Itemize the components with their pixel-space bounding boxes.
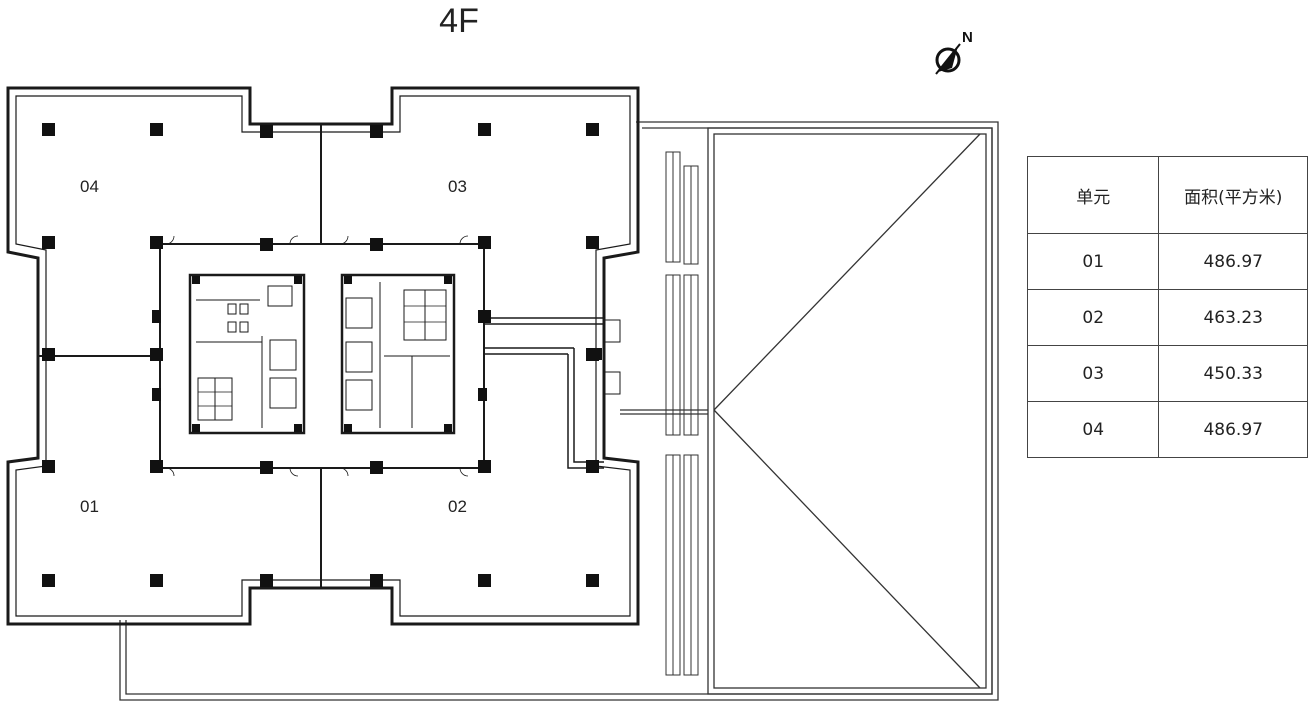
cell-area: 450.33 bbox=[1158, 345, 1308, 402]
cell-area: 486.97 bbox=[1158, 401, 1308, 458]
north-arrow-icon bbox=[935, 43, 961, 75]
floor-title: 4F bbox=[439, 2, 479, 40]
cell-area: 486.97 bbox=[1158, 233, 1308, 290]
cell-unit: 01 bbox=[1026, 233, 1160, 290]
escalator-strips bbox=[665, 151, 699, 676]
table-header-row: 单元 面积(平方米) bbox=[1026, 156, 1308, 234]
central-core bbox=[159, 235, 621, 477]
unit-label-03: 03 bbox=[448, 177, 467, 196]
unit-label-02: 02 bbox=[448, 497, 467, 516]
header-unit: 单元 bbox=[1026, 156, 1160, 234]
cell-unit: 04 bbox=[1026, 401, 1160, 458]
table-row: 01 486.97 bbox=[1026, 233, 1308, 290]
unit-label-04: 04 bbox=[80, 177, 99, 196]
cell-unit: 03 bbox=[1026, 345, 1160, 402]
atrium-roof bbox=[620, 127, 993, 695]
area-table: 单元 面积(平方米) 01 486.97 02 463.23 03 450.33… bbox=[1026, 156, 1308, 458]
structural-columns bbox=[42, 123, 602, 587]
unit-label-01: 01 bbox=[80, 497, 99, 516]
podium-terrace bbox=[119, 121, 999, 701]
cell-unit: 02 bbox=[1026, 289, 1160, 346]
header-area: 面积(平方米) bbox=[1158, 156, 1308, 234]
table-row: 04 486.97 bbox=[1026, 401, 1308, 458]
cell-area: 463.23 bbox=[1158, 289, 1308, 346]
table-row: 02 463.23 bbox=[1026, 289, 1308, 346]
building-outline bbox=[6, 86, 640, 626]
table-row: 03 450.33 bbox=[1026, 345, 1308, 402]
north-label: N bbox=[962, 29, 973, 46]
